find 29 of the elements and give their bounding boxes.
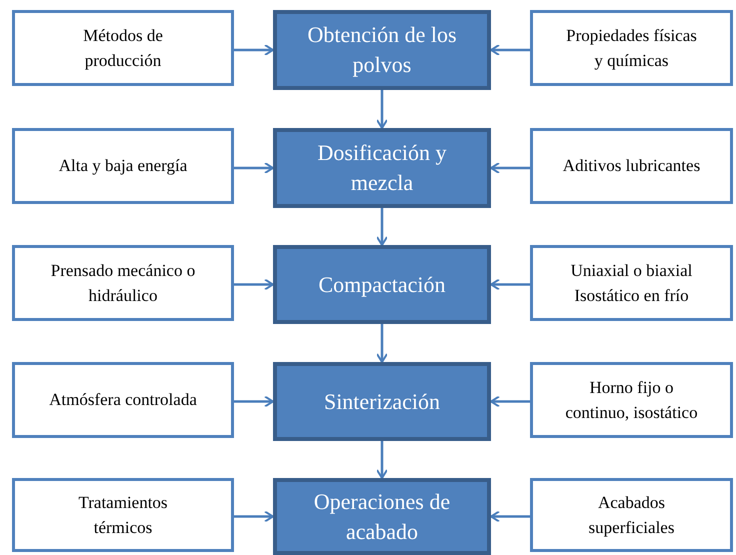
detail-box: Horno fijo o continuo, isostático xyxy=(530,362,733,438)
arrow xyxy=(376,324,388,363)
detail-box: Prensado mecánico o hidráulico xyxy=(12,245,234,321)
arrow xyxy=(490,44,530,56)
process-box: Operaciones de acabado xyxy=(273,478,491,555)
process-box: Obtención de los polvos xyxy=(273,10,491,90)
arrow xyxy=(490,396,530,408)
arrow xyxy=(234,44,274,56)
detail-box: Aditivos lubricantes xyxy=(530,128,733,204)
detail-box: Métodos de producción xyxy=(12,10,234,86)
detail-box: Propiedades físicas y químicas xyxy=(530,10,733,86)
arrow xyxy=(376,90,388,129)
process-box: Sinterización xyxy=(273,362,491,441)
detail-box: Acabados superficiales xyxy=(530,478,733,552)
arrow xyxy=(234,278,274,290)
process-box: Dosificación y mezcla xyxy=(273,128,491,208)
arrow xyxy=(490,510,530,522)
arrow xyxy=(376,441,388,479)
process-box: Compactación xyxy=(273,245,491,324)
detail-box: Tratamientos térmicos xyxy=(12,478,234,552)
arrow xyxy=(376,208,388,246)
arrow xyxy=(490,162,530,174)
detail-box: Atmósfera controlada xyxy=(12,362,234,438)
detail-box: Alta y baja energía xyxy=(12,128,234,204)
arrow xyxy=(490,278,530,290)
detail-box: Uniaxial o biaxial Isostático en frío xyxy=(530,245,733,321)
arrow xyxy=(234,396,274,408)
arrow xyxy=(234,510,274,522)
arrow xyxy=(234,162,274,174)
